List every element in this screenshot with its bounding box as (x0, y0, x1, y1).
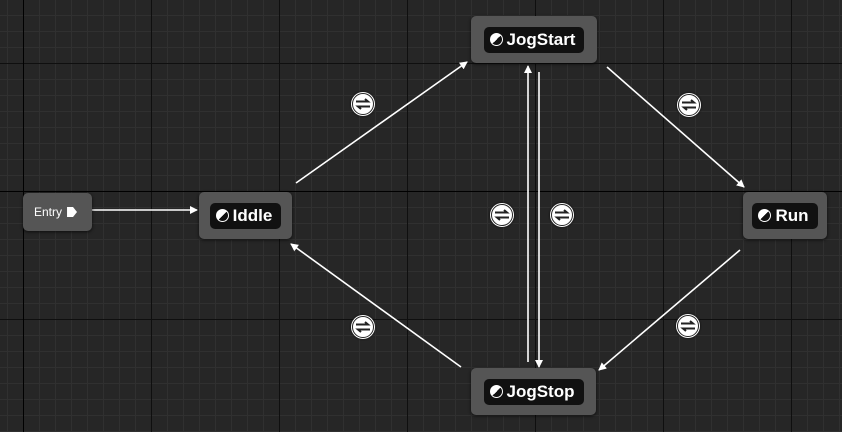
edge-jogstop-to-iddle (290, 243, 462, 368)
transition-rule-icon[interactable] (550, 203, 574, 227)
transition-rule-icon[interactable] (490, 203, 514, 227)
entry-node[interactable]: Entry (23, 193, 92, 231)
state-label-jogstop: JogStop (506, 381, 575, 401)
state-node-body: JogStart (483, 26, 585, 53)
entry-output-pin-icon[interactable] (67, 207, 78, 217)
entry-label: Entry (34, 205, 63, 219)
state-icon (215, 209, 229, 222)
state-node-jogstart[interactable]: JogStart (471, 16, 597, 63)
state-icon (489, 33, 503, 46)
state-icon (489, 385, 503, 398)
edge-iddle-to-jogstart (295, 61, 468, 184)
state-node-body: Run (752, 202, 818, 229)
state-node-iddle[interactable]: Iddle (199, 192, 292, 239)
state-node-body: Iddle (209, 202, 282, 229)
transition-rule-icon[interactable] (351, 315, 375, 339)
transition-rule-icon[interactable] (676, 314, 700, 338)
transition-rule-icon[interactable] (351, 92, 375, 116)
edge-jogstart-to-run (606, 66, 745, 188)
edge-run-to-jogstop (598, 249, 741, 371)
state-node-run[interactable]: Run (743, 192, 827, 239)
graph-origin-horizontal-line (0, 191, 842, 192)
transition-rule-icon[interactable] (677, 93, 701, 117)
state-node-jogstop[interactable]: JogStop (471, 368, 596, 415)
state-label-run: Run (775, 205, 809, 225)
state-label-iddle: Iddle (232, 205, 273, 225)
state-icon (758, 209, 772, 222)
state-label-jogstart: JogStart (506, 29, 576, 49)
state-node-body: JogStop (483, 378, 584, 405)
